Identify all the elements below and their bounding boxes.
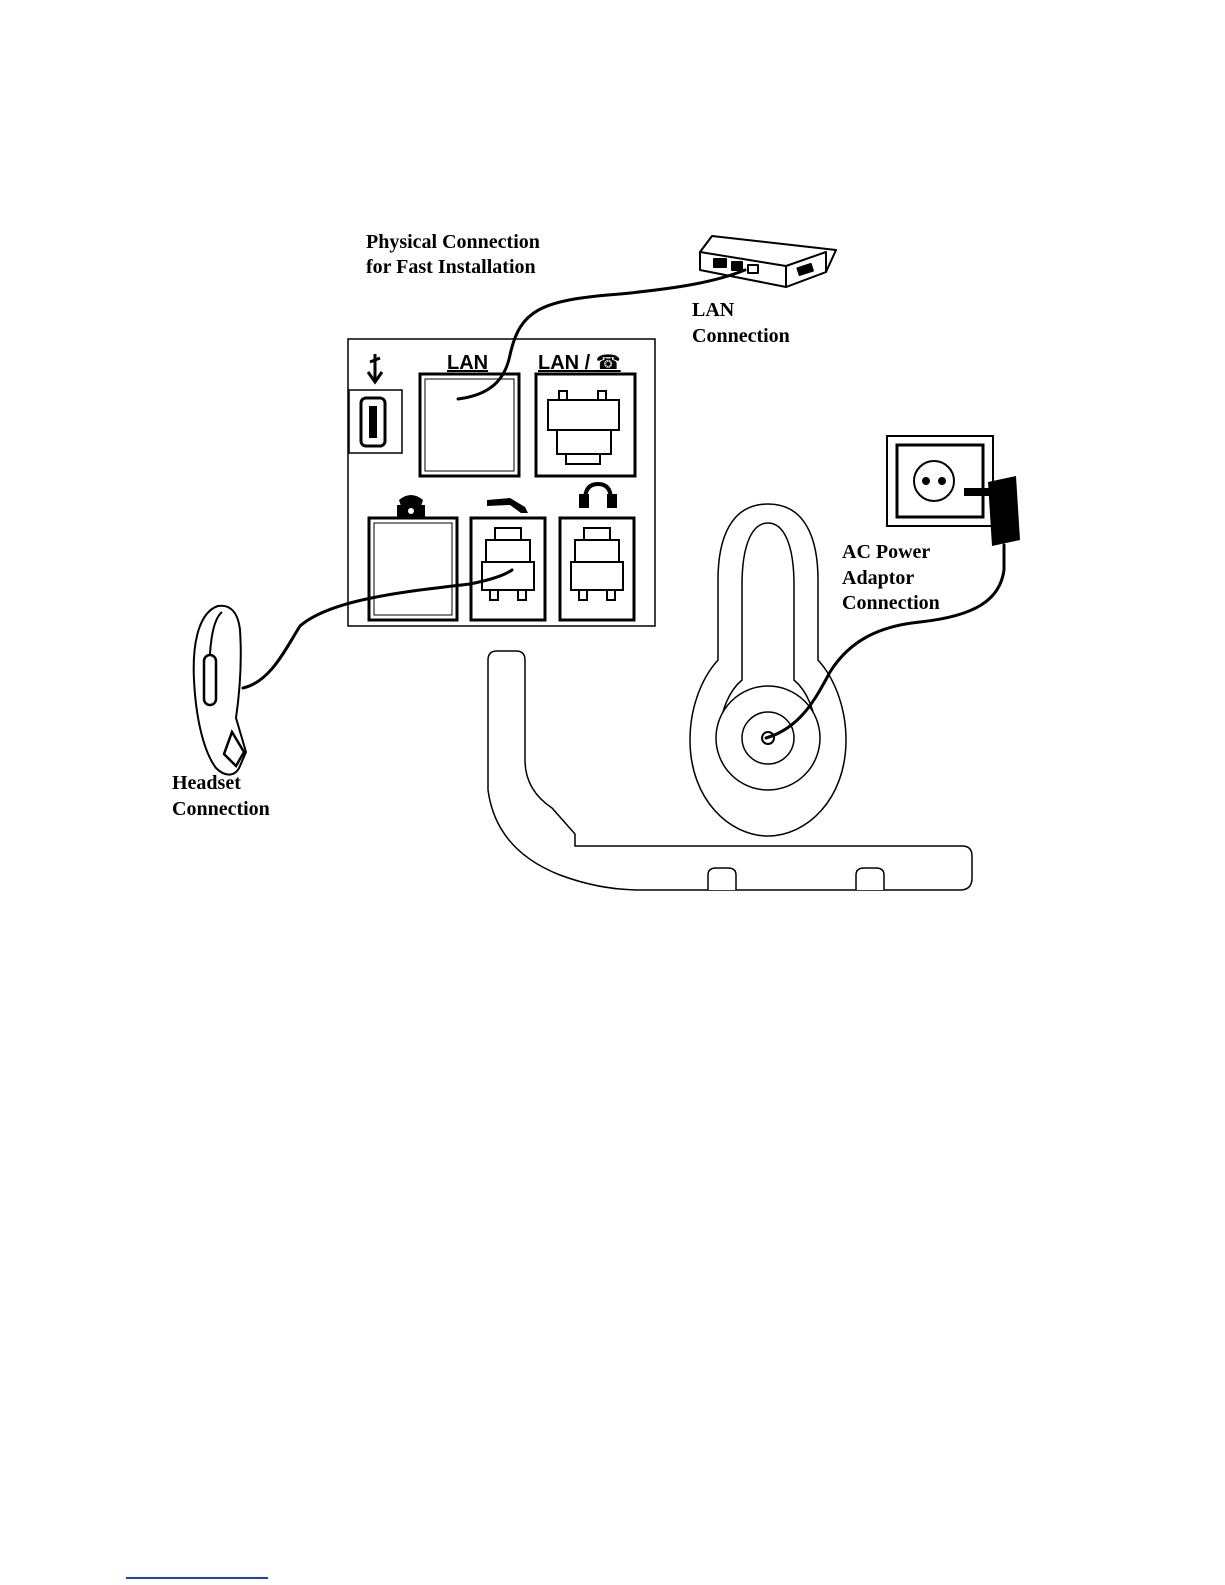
phone-port [369, 518, 457, 620]
ac-power-label-2: Adaptor [842, 567, 914, 589]
lan-port [420, 374, 519, 476]
lan-phone-port-label: LAN / ☎ [538, 352, 621, 374]
physical-connection-label-1: Physical Connection [366, 231, 540, 253]
ac-power-label-1: AC Power [842, 541, 930, 563]
physical-connection-label-2: for Fast Installation [366, 256, 536, 278]
phone-base [690, 504, 846, 836]
footer-link-underline [126, 1577, 268, 1579]
headset-device-icon [194, 606, 246, 775]
lan-connection-label-1: LAN [692, 299, 735, 321]
phone-icon [397, 495, 425, 518]
headset-label-2: Connection [172, 798, 270, 820]
lan-connection-label-2: Connection [692, 325, 790, 347]
ac-power-label-3: Connection [842, 592, 940, 614]
lan-port-label: LAN [447, 352, 488, 374]
wall-socket-icon [887, 436, 993, 526]
phone-back-panel: LAN LAN / ☎ [348, 339, 655, 626]
